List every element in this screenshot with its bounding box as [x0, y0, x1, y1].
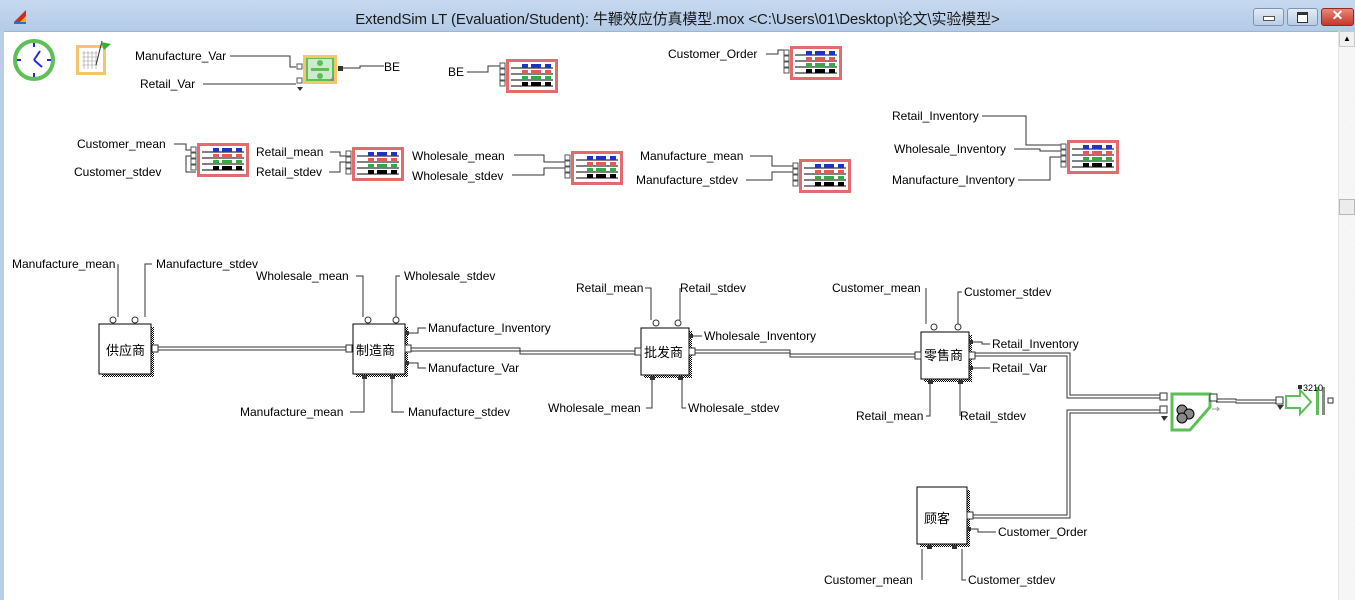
label: Manufacture_stdev	[156, 257, 258, 271]
label: Manufacture_Inventory	[892, 173, 1015, 187]
plotter-icon[interactable]	[783, 45, 843, 81]
arrow-up-icon: ▲	[1343, 34, 1351, 43]
retailer-block[interactable]: 零售商	[914, 323, 976, 384]
label: Manufacture_stdev	[408, 405, 510, 419]
label: Wholesale_Inventory	[704, 329, 816, 343]
label: Customer_mean	[77, 137, 166, 151]
label: Retail_mean	[256, 145, 323, 159]
maximize-button[interactable]	[1287, 8, 1318, 26]
label: Retail_Inventory	[892, 109, 979, 123]
supplier-label: 供应商	[106, 343, 145, 359]
label-manufacture-var: Manufacture_Var	[135, 49, 226, 63]
notebook-flag-icon[interactable]	[76, 40, 111, 75]
close-icon: ✕	[1331, 7, 1344, 23]
clock-icon[interactable]	[13, 39, 55, 81]
plotter-icon[interactable]	[792, 158, 852, 194]
label: Customer_stdev	[74, 165, 161, 179]
exit-icon[interactable]: 3210	[1275, 383, 1334, 417]
label-be-out: BE	[384, 60, 400, 74]
label: Wholesale_mean	[412, 149, 505, 163]
maximize-icon	[1297, 12, 1308, 23]
label: Retail_mean	[856, 409, 923, 423]
label: Manufacture_Inventory	[428, 321, 551, 335]
label: Customer_stdev	[968, 573, 1055, 587]
label: Customer_Order	[998, 525, 1087, 539]
customer-block[interactable]: 顾客	[916, 486, 974, 549]
label: Wholesale_mean	[548, 401, 641, 415]
extendsim-app-icon	[14, 10, 26, 24]
exit-count: 3210	[1303, 383, 1323, 393]
plotter-icon[interactable]	[499, 58, 559, 94]
plotter-icon[interactable]	[345, 146, 405, 182]
label: Retail_stdev	[960, 409, 1026, 423]
label: Manufacture_mean	[12, 257, 115, 271]
vertical-scrollbar[interactable]: ▲	[1338, 31, 1355, 600]
plotter-icon[interactable]	[564, 150, 624, 186]
label: Customer_stdev	[964, 285, 1051, 299]
manufacturer-block[interactable]: 制造商	[345, 316, 412, 379]
model-canvas[interactable]: Manufacture_Var Retail_Var BE BE Custome…	[0, 31, 1338, 600]
scroll-up-button[interactable]: ▲	[1339, 31, 1355, 47]
label: Wholesale_Inventory	[894, 142, 1006, 156]
select-merge-icon[interactable]	[1159, 392, 1221, 432]
label: Retail_Inventory	[992, 337, 1079, 351]
supplier-block[interactable]: 供应商	[98, 316, 159, 377]
label: Wholesale_mean	[256, 269, 349, 283]
label: Retail_stdev	[256, 165, 322, 179]
window-title: ExtendSim LT (Evaluation/Student): 牛鞭效应仿…	[355, 11, 1000, 28]
label-retail-var: Retail_Var	[140, 77, 195, 91]
label: Retail_mean	[576, 281, 643, 295]
label: Wholesale_stdev	[404, 269, 495, 283]
label-customer-order: Customer_Order	[668, 47, 757, 61]
label: Manufacture_Var	[428, 361, 519, 375]
window-border	[0, 31, 4, 600]
manufacturer-label: 制造商	[356, 344, 395, 359]
customer-label: 顾客	[924, 511, 950, 527]
label: Manufacture_mean	[640, 149, 743, 163]
label: Manufacture_stdev	[636, 173, 738, 187]
divide-block-icon[interactable]	[296, 55, 343, 91]
label-be-in: BE	[448, 65, 464, 79]
minimize-button[interactable]	[1253, 8, 1284, 26]
scroll-thumb[interactable]	[1339, 199, 1355, 215]
label: Wholesale_stdev	[688, 401, 779, 415]
label: Wholesale_stdev	[412, 169, 503, 183]
plotter-icon[interactable]	[1060, 139, 1120, 175]
wholesaler-block[interactable]: 批发商	[634, 319, 696, 380]
label: Retail_Var	[992, 361, 1047, 375]
close-button[interactable]: ✕	[1321, 7, 1354, 26]
label: Customer_mean	[832, 281, 921, 295]
label: Customer_mean	[824, 573, 913, 587]
retailer-label: 零售商	[924, 348, 963, 364]
label: Manufacture_mean	[240, 405, 343, 419]
label: Retail_stdev	[680, 281, 746, 295]
title-bar: ExtendSim LT (Evaluation/Student): 牛鞭效应仿…	[0, 0, 1355, 32]
plotter-icon[interactable]	[190, 142, 250, 178]
minimize-icon	[1263, 16, 1275, 21]
wholesaler-label: 批发商	[644, 345, 683, 361]
